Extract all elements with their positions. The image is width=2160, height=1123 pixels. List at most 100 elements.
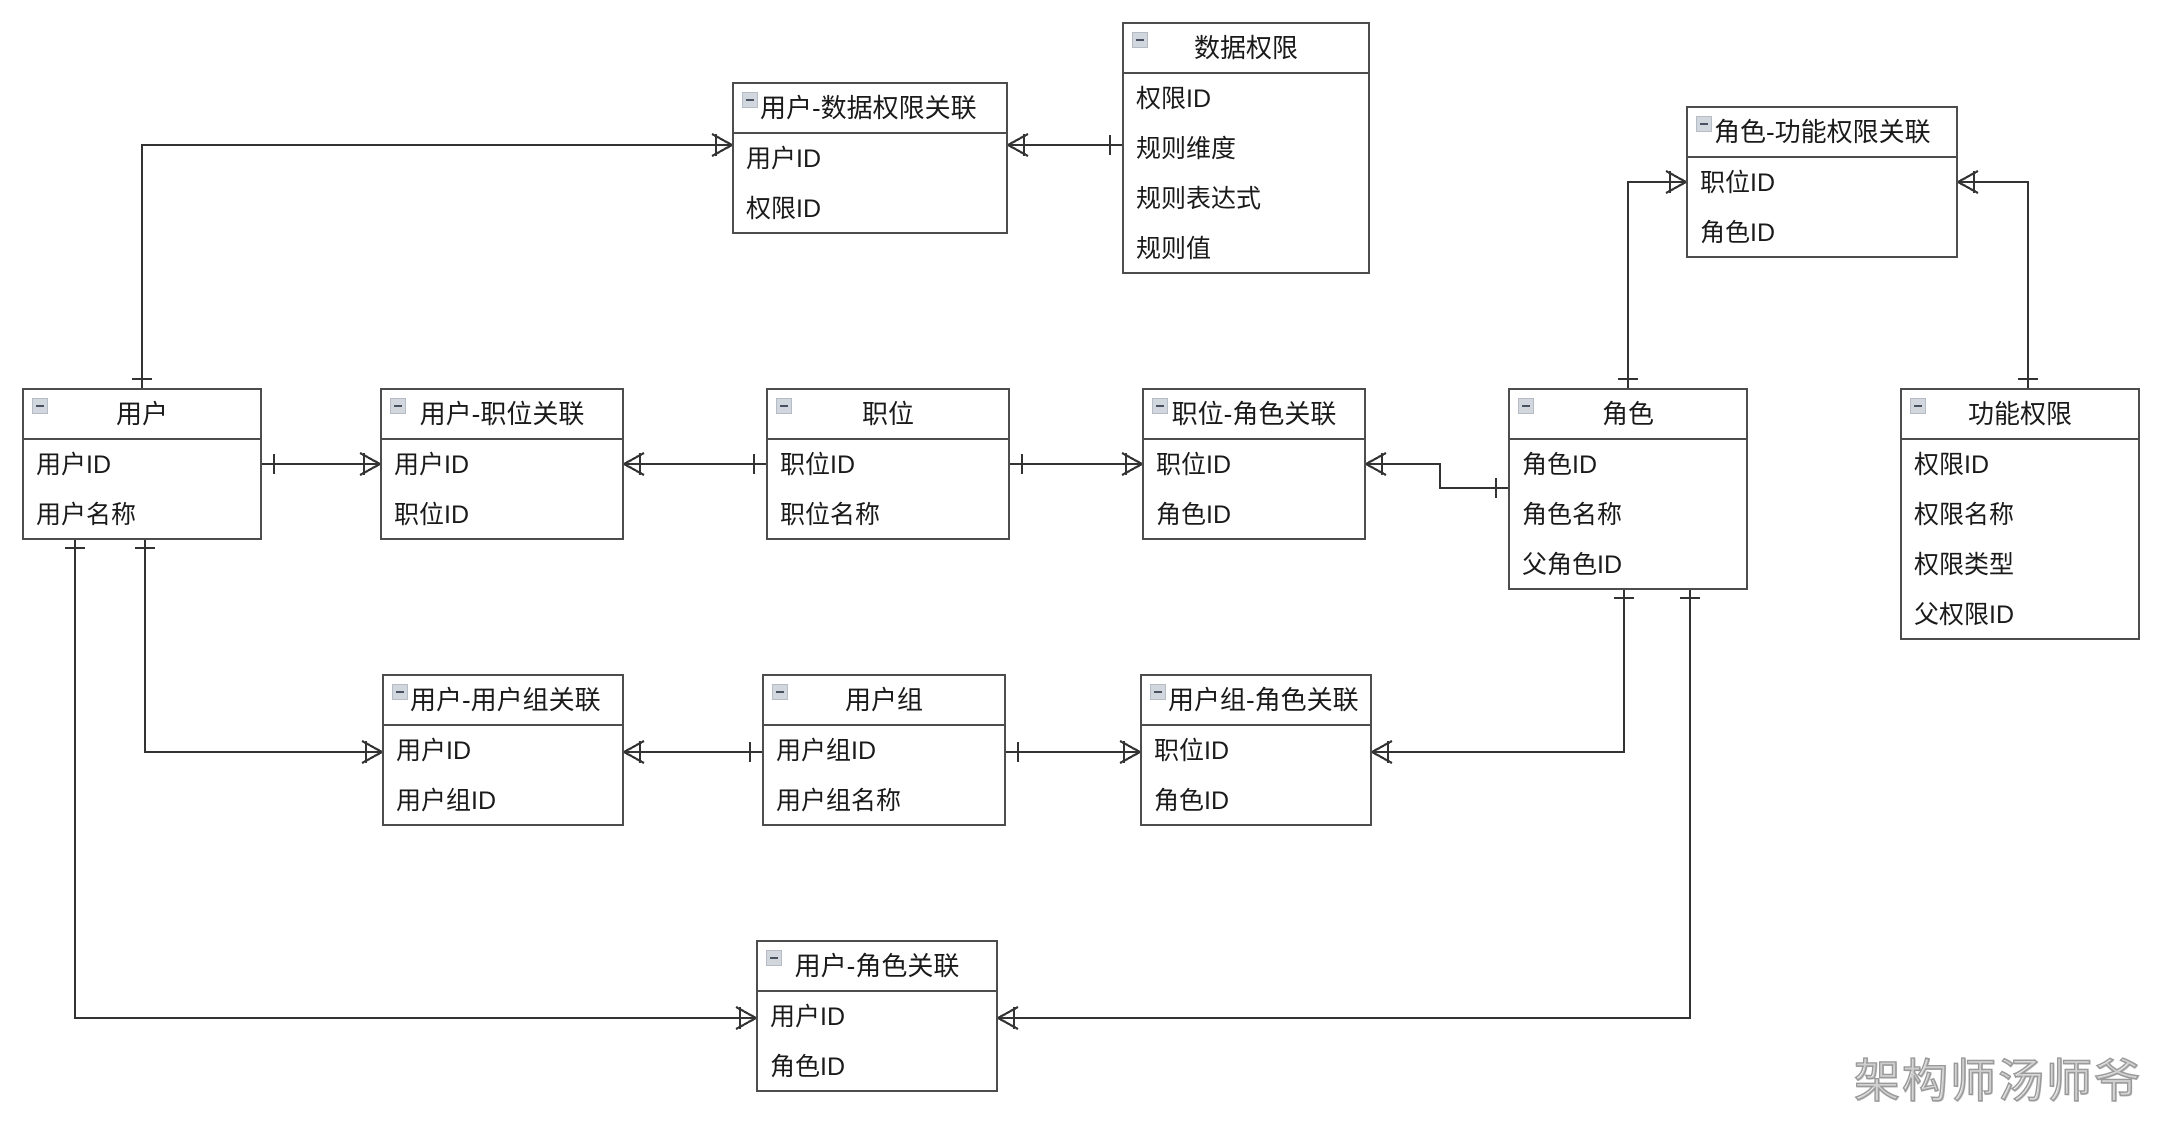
attribute-row[interactable]: 角色ID <box>770 1053 846 1081</box>
entity-title: 用户组 <box>844 685 923 715</box>
entity-data_permission[interactable]: 数据权限权限ID 规则维度规则表达式规则值 <box>1122 22 1370 274</box>
card-many-userrole-right <box>997 1006 1019 1030</box>
collapse-minus-icon[interactable] <box>1132 32 1148 48</box>
collapse-minus-icon[interactable] <box>1696 116 1712 132</box>
entity-user_group[interactable]: 用户组用户组ID 用户组名称 <box>762 674 1006 826</box>
attribute-row[interactable]: 角色ID <box>1156 501 1232 529</box>
attribute-row[interactable]: 规则表达式 <box>1136 185 1262 213</box>
attribute-row[interactable]: 用户ID <box>746 145 822 173</box>
entity-title: 职位 <box>861 399 914 429</box>
collapse-minus-icon[interactable] <box>1910 398 1926 414</box>
attribute-row[interactable]: 用户ID <box>394 451 470 479</box>
entity-header-user_role_rel: 用户-角色关联 <box>758 942 996 992</box>
entity-header-usergroup_role_rel: 用户组-角色关联 <box>1142 676 1370 726</box>
attribute-row[interactable]: 父权限ID <box>1914 601 2015 629</box>
connector-usergrouprole-to-role <box>1372 590 1626 754</box>
attribute-list: 用户ID 权限ID <box>734 134 1006 234</box>
attribute-row[interactable]: 权限类型 <box>1914 551 2015 579</box>
entity-position_role_rel[interactable]: 职位-角色关联职位ID 角色ID <box>1142 388 1366 540</box>
entity-usergroup_role_rel[interactable]: 用户组-角色关联职位ID 角色ID <box>1140 674 1372 826</box>
attribute-row[interactable]: 用户组名称 <box>776 787 902 815</box>
collapse-minus-icon[interactable] <box>392 684 408 700</box>
connector-positionrole-to-role <box>1366 462 1508 490</box>
card-many-usergrouprole-left <box>1119 740 1141 764</box>
attribute-row[interactable]: 职位名称 <box>780 501 881 529</box>
attribute-row[interactable]: 职位ID <box>1154 737 1230 765</box>
entity-user[interactable]: 用户用户ID 用户名称 <box>22 388 262 540</box>
entity-user_usergroup_rel[interactable]: 用户-用户组关联用户ID 用户组ID <box>382 674 624 826</box>
card-many-userusergroup-left <box>361 740 383 764</box>
entity-position[interactable]: 职位职位ID 职位名称 <box>766 388 1010 540</box>
entity-header-position: 职位 <box>768 390 1008 440</box>
collapse-minus-icon[interactable] <box>1518 398 1534 414</box>
collapse-minus-icon[interactable] <box>776 398 792 414</box>
entity-title: 职位-角色关联 <box>1171 399 1337 429</box>
card-many-userposition-left <box>359 452 381 476</box>
attribute-row[interactable]: 规则值 <box>1136 235 1212 263</box>
entity-header-user_position_rel: 用户-职位关联 <box>382 390 622 440</box>
attribute-list: 用户ID 职位ID <box>382 440 622 540</box>
entity-header-user: 用户 <box>24 390 260 440</box>
collapse-minus-icon[interactable] <box>766 950 782 966</box>
entity-user_position_rel[interactable]: 用户-职位关联用户ID 职位ID <box>380 388 624 540</box>
attribute-row[interactable]: 父角色ID <box>1522 551 1623 579</box>
attribute-list: 职位ID 角色ID <box>1144 440 1364 540</box>
attribute-row[interactable]: 用户ID <box>396 737 472 765</box>
collapse-minus-icon[interactable] <box>742 92 758 108</box>
entity-header-user_usergroup_rel: 用户-用户组关联 <box>384 676 622 726</box>
collapse-minus-icon[interactable] <box>1152 398 1168 414</box>
entity-header-role: 角色 <box>1510 390 1746 440</box>
entity-header-position_role_rel: 职位-角色关联 <box>1144 390 1364 440</box>
collapse-minus-icon[interactable] <box>1150 684 1166 700</box>
card-many-positionrole-right <box>1365 452 1387 476</box>
attribute-row[interactable]: 职位ID <box>1700 169 1776 197</box>
card-many-usergrouprole-right <box>1371 740 1393 764</box>
attribute-row[interactable]: 角色名称 <box>1522 501 1623 529</box>
attribute-row[interactable]: 角色ID <box>1700 219 1776 247</box>
attribute-list: 职位ID 角色ID <box>1688 158 1956 258</box>
attribute-row[interactable]: 用户组ID <box>396 787 497 815</box>
attribute-list: 用户ID 角色ID <box>758 992 996 1092</box>
connector-user-to-userdataperm <box>140 143 732 388</box>
entity-title: 用户-角色关联 <box>794 951 960 981</box>
attribute-row[interactable]: 角色ID <box>1522 451 1598 479</box>
entity-title: 角色 <box>1601 399 1654 429</box>
entity-title: 用户 <box>115 399 168 429</box>
entity-role[interactable]: 角色角色ID 角色名称父角色ID <box>1508 388 1748 590</box>
collapse-minus-icon[interactable] <box>772 684 788 700</box>
attribute-row[interactable]: 权限ID <box>1914 451 1990 479</box>
entity-header-data_permission: 数据权限 <box>1124 24 1368 74</box>
attribute-row[interactable]: 用户名称 <box>36 501 137 529</box>
attribute-row[interactable]: 职位ID <box>394 501 470 529</box>
entity-role_func_perm_rel[interactable]: 角色-功能权限关联职位ID 角色ID <box>1686 106 1958 258</box>
entity-title: 数据权限 <box>1193 33 1298 63</box>
attribute-row[interactable]: 角色ID <box>1154 787 1230 815</box>
card-many-userdataperm-right <box>1007 133 1029 157</box>
collapse-minus-icon[interactable] <box>390 398 406 414</box>
card-many-userposition-right <box>623 452 645 476</box>
card-many-userusergroup-right <box>623 740 645 764</box>
connector-user-to-userusergroup <box>143 540 382 754</box>
attribute-row[interactable]: 权限ID <box>1136 85 1212 113</box>
attribute-row[interactable]: 规则维度 <box>1136 135 1237 163</box>
entity-header-role_func_perm_rel: 角色-功能权限关联 <box>1688 108 1956 158</box>
collapse-minus-icon[interactable] <box>32 398 48 414</box>
attribute-list: 职位ID 职位名称 <box>768 440 1008 540</box>
attribute-row[interactable]: 职位ID <box>780 451 856 479</box>
attribute-list: 权限ID 规则维度规则表达式规则值 <box>1124 74 1368 274</box>
attribute-row[interactable]: 用户组ID <box>776 737 877 765</box>
attribute-row[interactable]: 用户ID <box>36 451 112 479</box>
attribute-row[interactable]: 职位ID <box>1156 451 1232 479</box>
entity-header-user_group: 用户组 <box>764 676 1004 726</box>
attribute-row[interactable]: 权限ID <box>746 195 822 223</box>
attribute-list: 用户ID 用户组ID <box>384 726 622 826</box>
attribute-row[interactable]: 用户ID <box>770 1003 846 1031</box>
attribute-list: 角色ID 角色名称父角色ID <box>1510 440 1746 590</box>
attribute-list: 职位ID 角色ID <box>1142 726 1370 826</box>
card-many-positionrole-left <box>1121 452 1143 476</box>
card-many-userrole-left <box>735 1006 757 1030</box>
attribute-row[interactable]: 权限名称 <box>1914 501 2015 529</box>
entity-user_role_rel[interactable]: 用户-角色关联用户ID 角色ID <box>756 940 998 1092</box>
